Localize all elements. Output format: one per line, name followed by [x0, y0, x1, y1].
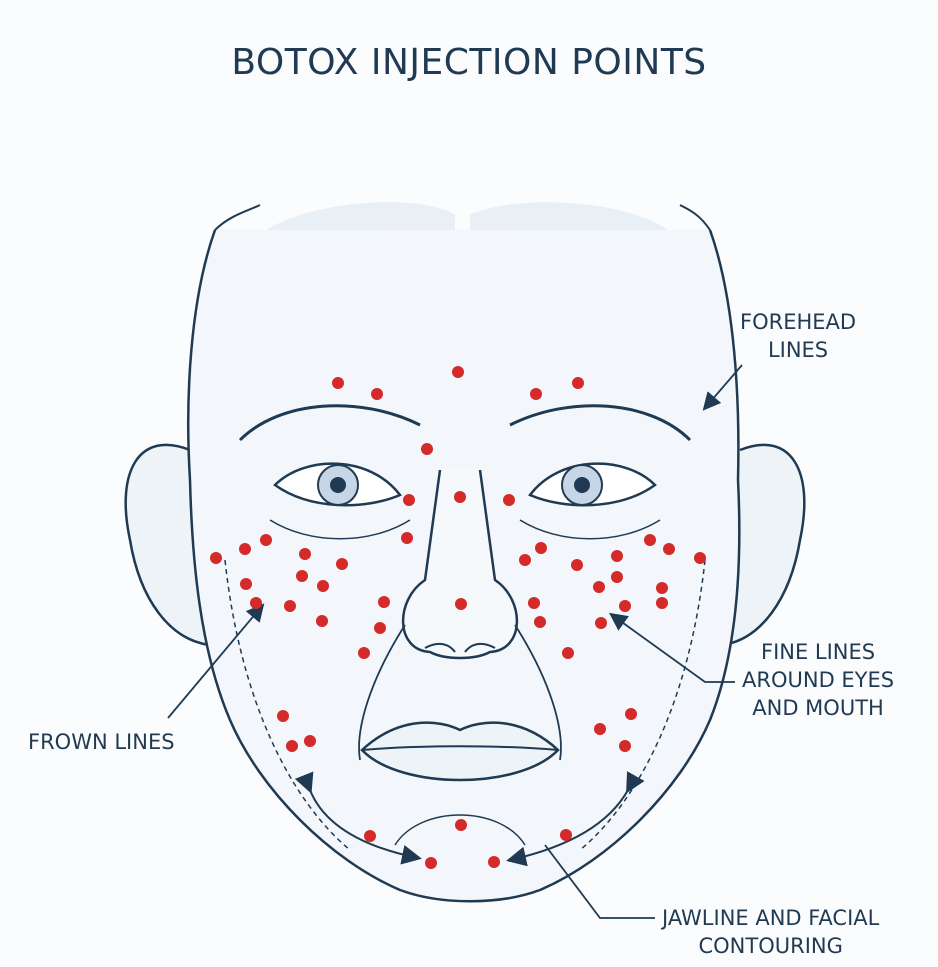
injection-point — [595, 617, 607, 629]
injection-point — [656, 582, 668, 594]
injection-point — [364, 830, 376, 842]
diagram-title: BOTOX INJECTION POINTS — [231, 42, 707, 83]
injection-point — [286, 740, 298, 752]
left-eye — [269, 462, 411, 540]
injection-point — [455, 819, 467, 831]
right-ear — [721, 443, 806, 647]
label-line: CONTOURING — [698, 934, 843, 958]
injection-point — [425, 857, 437, 869]
label-line: AROUND EYES — [742, 668, 895, 692]
injection-point — [240, 578, 252, 590]
injection-point — [611, 550, 623, 562]
label-fine-lines: FINE LINES AROUND EYES AND MOUTH — [742, 638, 894, 722]
injection-point — [336, 558, 348, 570]
injection-points — [210, 366, 706, 869]
injection-point — [663, 543, 675, 555]
injection-point — [694, 552, 706, 564]
right-eyebrow — [509, 404, 692, 442]
injection-point — [454, 491, 466, 503]
injection-point — [277, 710, 289, 722]
injection-point — [332, 377, 344, 389]
injection-point — [401, 532, 413, 544]
injection-point — [656, 597, 668, 609]
injection-point — [452, 366, 464, 378]
label-line: JAWLINE AND FACIAL — [662, 906, 880, 930]
injection-point — [519, 554, 531, 566]
label-jawline: JAWLINE AND FACIAL CONTOURING — [662, 904, 879, 960]
injection-point — [528, 597, 540, 609]
injection-point — [644, 534, 656, 546]
injection-point — [534, 616, 546, 628]
right-eye — [519, 462, 661, 540]
injection-point — [317, 580, 329, 592]
injection-point — [594, 723, 606, 735]
injection-point — [562, 647, 574, 659]
left-ear — [124, 443, 211, 647]
injection-point — [284, 600, 296, 612]
injection-point — [316, 615, 328, 627]
injection-point — [593, 581, 605, 593]
injection-point — [371, 388, 383, 400]
injection-point — [572, 377, 584, 389]
injection-point — [250, 597, 262, 609]
injection-point — [374, 622, 386, 634]
injection-point — [403, 494, 415, 506]
injection-point — [619, 600, 631, 612]
injection-point — [304, 735, 316, 747]
injection-point — [299, 548, 311, 560]
injection-point — [619, 740, 631, 752]
injection-point — [296, 570, 308, 582]
label-line: FINE LINES — [760, 640, 876, 664]
injection-point — [210, 552, 222, 564]
label-line: LINES — [767, 338, 829, 362]
injection-point — [560, 829, 572, 841]
injection-point — [488, 856, 500, 868]
injection-point — [571, 559, 583, 571]
lips — [360, 721, 560, 782]
label-forehead-lines: FOREHEAD LINES — [740, 308, 856, 364]
injection-point — [260, 534, 272, 546]
injection-point — [503, 494, 515, 506]
nose — [401, 469, 519, 660]
injection-point — [239, 543, 251, 555]
label-line: AND MOUTH — [752, 696, 884, 720]
injection-point — [625, 708, 637, 720]
injection-point — [530, 388, 542, 400]
label-frown-lines: FROWN LINES — [28, 730, 175, 754]
injection-point — [611, 571, 623, 583]
injection-point — [358, 647, 370, 659]
injection-point — [535, 542, 547, 554]
injection-point — [455, 598, 467, 610]
injection-point — [421, 443, 433, 455]
label-line: FOREHEAD — [740, 310, 857, 334]
left-eyebrow — [238, 404, 421, 442]
injection-point — [378, 596, 390, 608]
